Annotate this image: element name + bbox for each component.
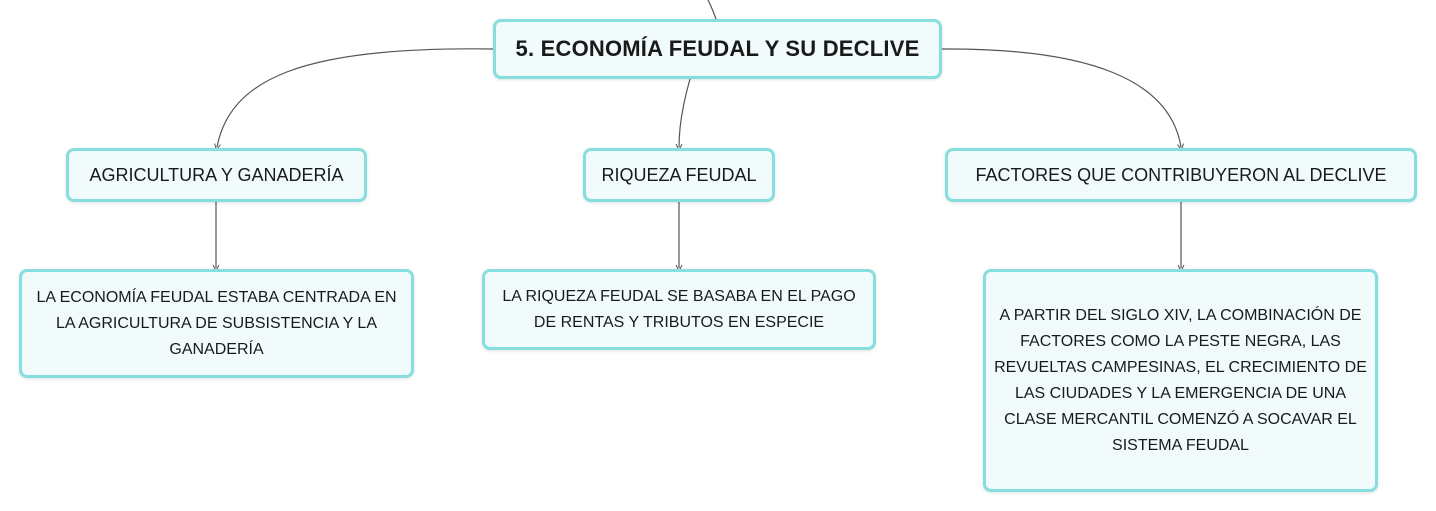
topic-label-factores: FACTORES QUE CONTRIBUYERON AL DECLIVE	[975, 164, 1387, 185]
subtopic-text-factores: A PARTIR DEL SIGLO XIV, LA COMBINACIÓN D…	[994, 306, 1367, 454]
connector-from-parent	[707, 0, 717, 20]
subtopic-node-agricultura[interactable]: LA ECONOMÍA FEUDAL ESTABA CENTRADA EN LA…	[19, 269, 414, 378]
topic-label-riqueza: RIQUEZA FEUDAL	[601, 164, 757, 185]
connector-root-to-factores	[941, 48, 1181, 147]
subtopic-text-agricultura: LA ECONOMÍA FEUDAL ESTABA CENTRADA EN LA…	[36, 288, 397, 358]
topic-node-riqueza[interactable]: RIQUEZA FEUDAL	[583, 148, 775, 202]
subtopic-text-riqueza: LA RIQUEZA FEUDAL SE BASABA EN EL PAGO D…	[502, 287, 856, 331]
connector-root-to-agri	[217, 48, 494, 147]
subtopic-node-riqueza[interactable]: LA RIQUEZA FEUDAL SE BASABA EN EL PAGO D…	[482, 269, 876, 350]
topic-label-agricultura: AGRICULTURA Y GANADERÍA	[89, 164, 344, 185]
root-topic-node[interactable]: 5. ECONOMÍA FEUDAL Y SU DECLIVE	[493, 19, 942, 79]
subtopic-node-factores[interactable]: A PARTIR DEL SIGLO XIV, LA COMBINACIÓN D…	[983, 269, 1378, 492]
connector-root-to-riqueza	[679, 78, 691, 147]
topic-node-agricultura[interactable]: AGRICULTURA Y GANADERÍA	[66, 148, 367, 202]
topic-node-factores[interactable]: FACTORES QUE CONTRIBUYERON AL DECLIVE	[945, 148, 1417, 202]
root-topic-label: 5. ECONOMÍA FEUDAL Y SU DECLIVE	[515, 36, 920, 61]
